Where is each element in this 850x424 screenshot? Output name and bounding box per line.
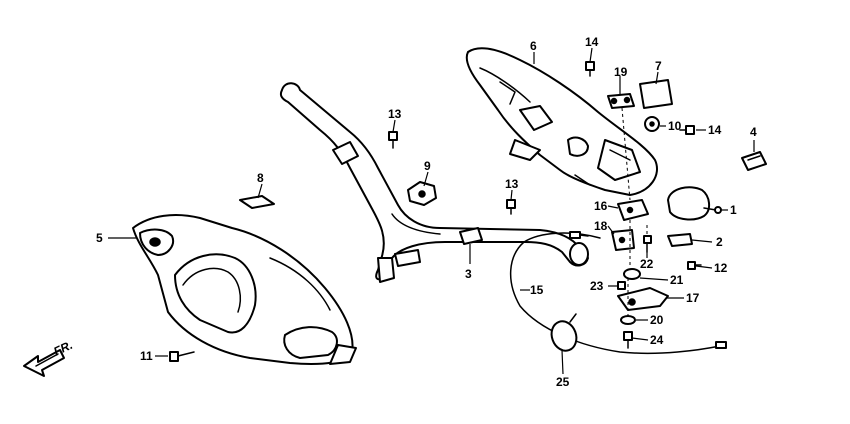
callout-20: 20	[650, 313, 664, 327]
callout-labels: 1 2 3 4 5 6 7 8 9 10 11 12 13 13 14 14 1…	[96, 35, 757, 389]
assembly-guides	[621, 107, 648, 316]
callout-12: 12	[714, 261, 728, 275]
callout-5: 5	[96, 231, 103, 245]
clip-19	[607, 93, 635, 109]
direction-label: FR.	[51, 338, 74, 359]
callout-19: 19	[614, 65, 628, 79]
callout-16: 16	[594, 199, 608, 213]
callout-24: 24	[650, 333, 664, 347]
horn-1	[667, 186, 722, 221]
callout-15: 15	[530, 283, 544, 297]
bolt-22	[643, 235, 652, 253]
cable-15	[509, 231, 727, 355]
bracket-17	[617, 287, 669, 311]
callout-9: 9	[424, 159, 431, 173]
callout-14-top: 14	[585, 35, 599, 49]
front-handlebar-cover	[132, 214, 357, 365]
callout-17: 17	[686, 291, 700, 305]
screw-23	[617, 281, 626, 290]
leader-lines	[108, 47, 755, 375]
callout-14-right: 14	[708, 123, 722, 137]
handlebar	[279, 82, 589, 283]
callout-4: 4	[750, 125, 757, 139]
callout-11: 11	[140, 349, 153, 363]
washer-20	[620, 315, 636, 325]
screw-13-top	[388, 131, 398, 149]
callout-3: 3	[465, 267, 472, 281]
switch-2	[667, 233, 693, 247]
callout-8: 8	[257, 171, 264, 185]
callout-23: 23	[590, 279, 604, 293]
bracket-16	[617, 199, 649, 221]
washer-21	[623, 268, 641, 280]
callout-7: 7	[655, 59, 662, 73]
callout-2: 2	[716, 235, 723, 249]
screw-14-right	[679, 125, 695, 135]
grommet-10	[644, 116, 660, 132]
callout-1: 1	[730, 203, 737, 217]
callout-18: 18	[594, 219, 608, 233]
screw-13-mid	[506, 199, 516, 215]
callout-21: 21	[670, 273, 684, 287]
label-plate-7	[639, 79, 673, 109]
bracket-4	[741, 151, 767, 171]
callout-13-mid: 13	[505, 177, 519, 191]
rear-handlebar-cover	[465, 47, 658, 196]
bolt-11	[169, 351, 195, 362]
callout-10: 10	[668, 119, 682, 133]
callout-13-top: 13	[388, 107, 402, 121]
bolt-12	[687, 261, 702, 270]
bolt-24	[623, 331, 633, 349]
clamp-25	[550, 313, 578, 352]
emblem-plate-8	[239, 195, 275, 209]
callout-25: 25	[556, 375, 570, 389]
nut-9	[407, 181, 437, 206]
callout-6: 6	[530, 39, 537, 53]
lock-18	[611, 229, 635, 251]
front-direction-arrow: FR.	[23, 338, 75, 377]
callout-22: 22	[640, 257, 654, 271]
screw-14-top	[585, 61, 595, 77]
